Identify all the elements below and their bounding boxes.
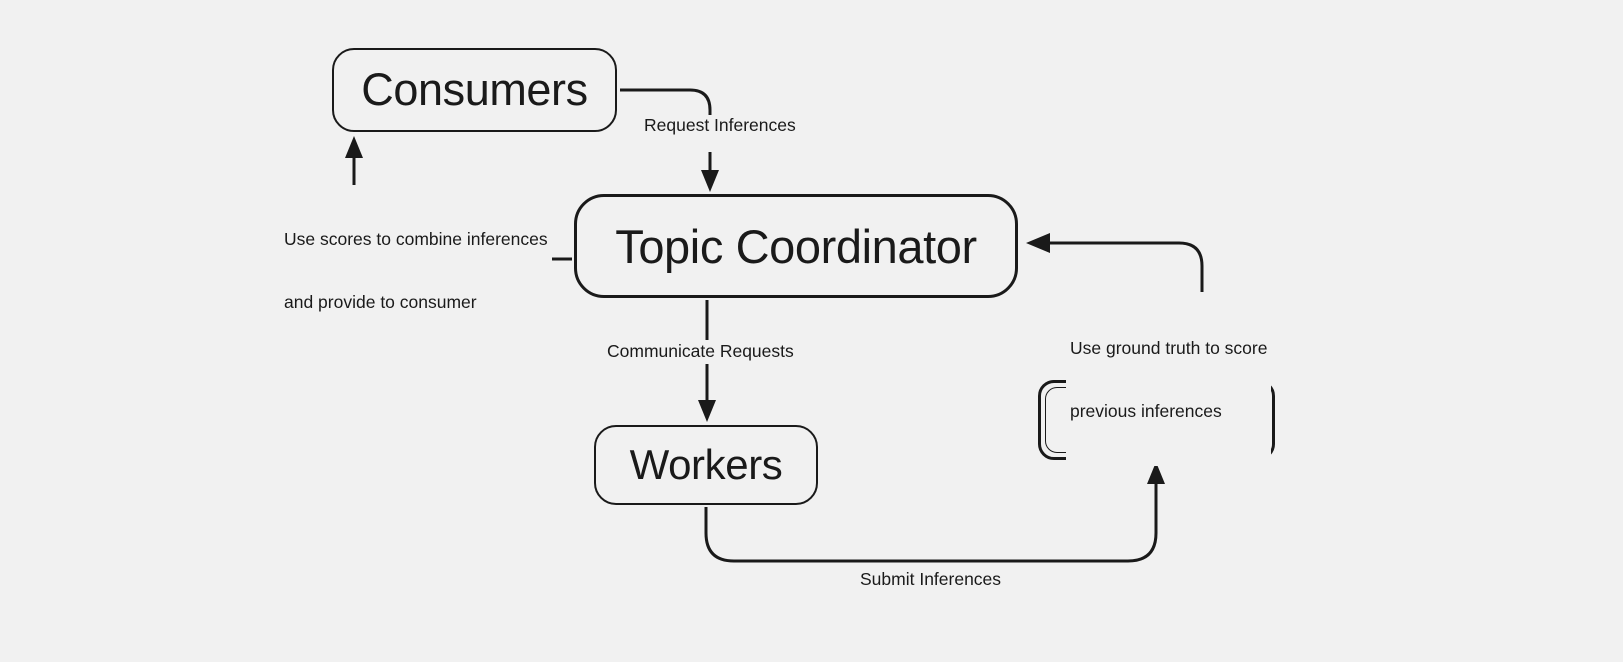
node-consumers-label: Consumers bbox=[361, 64, 588, 115]
node-workers-label: Workers bbox=[629, 441, 783, 488]
edge-label-request-inferences: Request Inferences bbox=[639, 115, 801, 136]
edge-label-ground-truth-line2: previous inferences bbox=[1070, 401, 1222, 421]
node-topic-coordinator[interactable]: Topic Coordinator bbox=[574, 194, 1018, 298]
node-consumers[interactable]: Consumers bbox=[332, 48, 617, 132]
edge-label-submit-inferences: Submit Inferences bbox=[855, 569, 1007, 590]
edge-request-inferences bbox=[620, 88, 719, 192]
node-topic-coordinator-label: Topic Coordinator bbox=[615, 219, 977, 273]
arrowhead-into-reputers bbox=[1147, 462, 1165, 484]
edge-label-use-scores-line2: and provide to consumer bbox=[284, 292, 477, 312]
edge-label-communicate-requests: Communicate Requests bbox=[602, 341, 799, 362]
arrowhead-into-topic-coordinator bbox=[701, 170, 719, 192]
edge-communicate-requests bbox=[698, 300, 716, 422]
arrowhead-into-topic-coordinator-right bbox=[1026, 233, 1050, 253]
edge-label-ground-truth-line1: Use ground truth to score bbox=[1070, 338, 1268, 358]
node-workers[interactable]: Workers bbox=[594, 425, 818, 505]
arrowhead-into-consumers bbox=[345, 136, 363, 158]
edge-label-ground-truth: Use ground truth to score previous infer… bbox=[1066, 294, 1272, 466]
edge-submit-inferences bbox=[704, 462, 1165, 563]
arrowhead-into-workers bbox=[698, 400, 716, 422]
edge-label-use-scores: Use scores to combine inferences and pro… bbox=[280, 185, 552, 357]
edge-label-use-scores-line1: Use scores to combine inferences bbox=[284, 229, 548, 249]
